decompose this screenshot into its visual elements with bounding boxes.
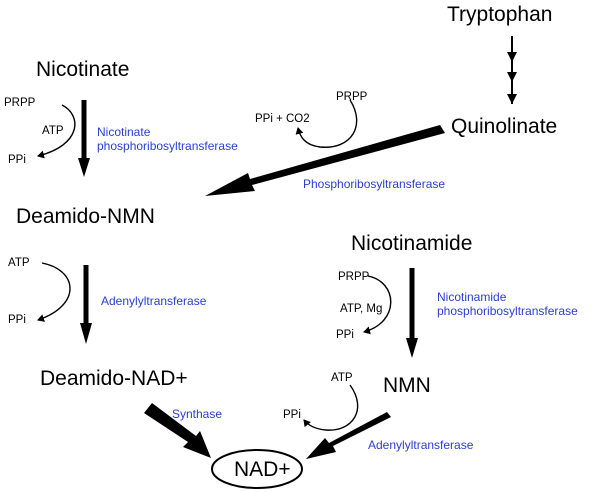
enzyme-nicotinamide-prt-line2: phosphoribosyltransferase	[437, 304, 578, 318]
enzyme-nicotinamide-prt-line1: Nicotinamide	[437, 290, 507, 304]
enzyme-deamido-adenylyltransferase: Adenylyltransferase	[101, 294, 207, 308]
cofactor-prpp-1: PRPP	[4, 97, 36, 109]
metabolite-deamido-nad: Deamido-NAD+	[40, 367, 188, 390]
deamido-nmn-to-deamido-nad-arrow	[80, 265, 92, 344]
enzyme-nmn-adenylyltransferase: Adenylyltransferase	[368, 438, 474, 452]
cofactor-ppi-1: PPi	[8, 154, 26, 166]
metabolite-nicotinate: Nicotinate	[36, 58, 129, 81]
nicotinamide-to-nmn-arrow	[406, 268, 418, 358]
nmn-to-nad-arrow	[306, 412, 391, 459]
cofactor-ppi-co2: PPi + CO2	[255, 113, 310, 125]
cofactor-prpp-3: PRPP	[338, 271, 370, 283]
enzyme-nicotinate-prt-line1: Nicotinate	[97, 125, 151, 139]
metabolite-nicotinamide: Nicotinamide	[351, 232, 472, 255]
enzyme-quinolinate-prt: Phosphoribosyltransferase	[303, 177, 445, 191]
metabolite-quinolinate: Quinolinate	[451, 115, 557, 138]
deamido-nad-to-nad-arrow	[144, 403, 211, 458]
nicotinate-cofactor-curve	[37, 104, 76, 159]
nicotinate-to-deamido-nmn-arrow	[78, 100, 90, 177]
cofactor-ppi-2: PPi	[8, 314, 26, 326]
cofactor-atp-mg: ATP, Mg	[340, 303, 382, 315]
cofactor-atp-2: ATP	[8, 257, 30, 269]
cofactor-ppi-4: PPi	[283, 409, 301, 421]
cofactor-atp-1: ATP	[42, 125, 64, 137]
tryptophan-to-quinolinate-arrow	[507, 36, 517, 104]
cofactor-atp-3: ATP	[331, 372, 353, 384]
quinolinate-to-deamido-nmn-arrow	[205, 125, 445, 196]
metabolite-tryptophan: Tryptophan	[447, 3, 552, 26]
nad-ellipse	[211, 449, 303, 489]
metabolite-nmn: NMN	[383, 374, 431, 397]
metabolite-deamido-nmn: Deamido-NMN	[16, 205, 155, 228]
metabolite-nad: NAD+	[234, 458, 291, 481]
quinolinate-cofactor-curve	[295, 99, 358, 148]
cofactor-ppi-3: PPi	[336, 329, 354, 341]
enzyme-synthase: Synthase	[172, 407, 222, 421]
deamido-nmn-cofactor-curve	[37, 262, 71, 322]
cofactor-prpp-2: PRPP	[336, 91, 368, 103]
nmn-cofactor-curve	[303, 384, 359, 431]
nicotinamide-cofactor-curve	[363, 275, 392, 335]
enzyme-nicotinate-prt-line2: phosphoribosyltransferase	[97, 139, 238, 153]
